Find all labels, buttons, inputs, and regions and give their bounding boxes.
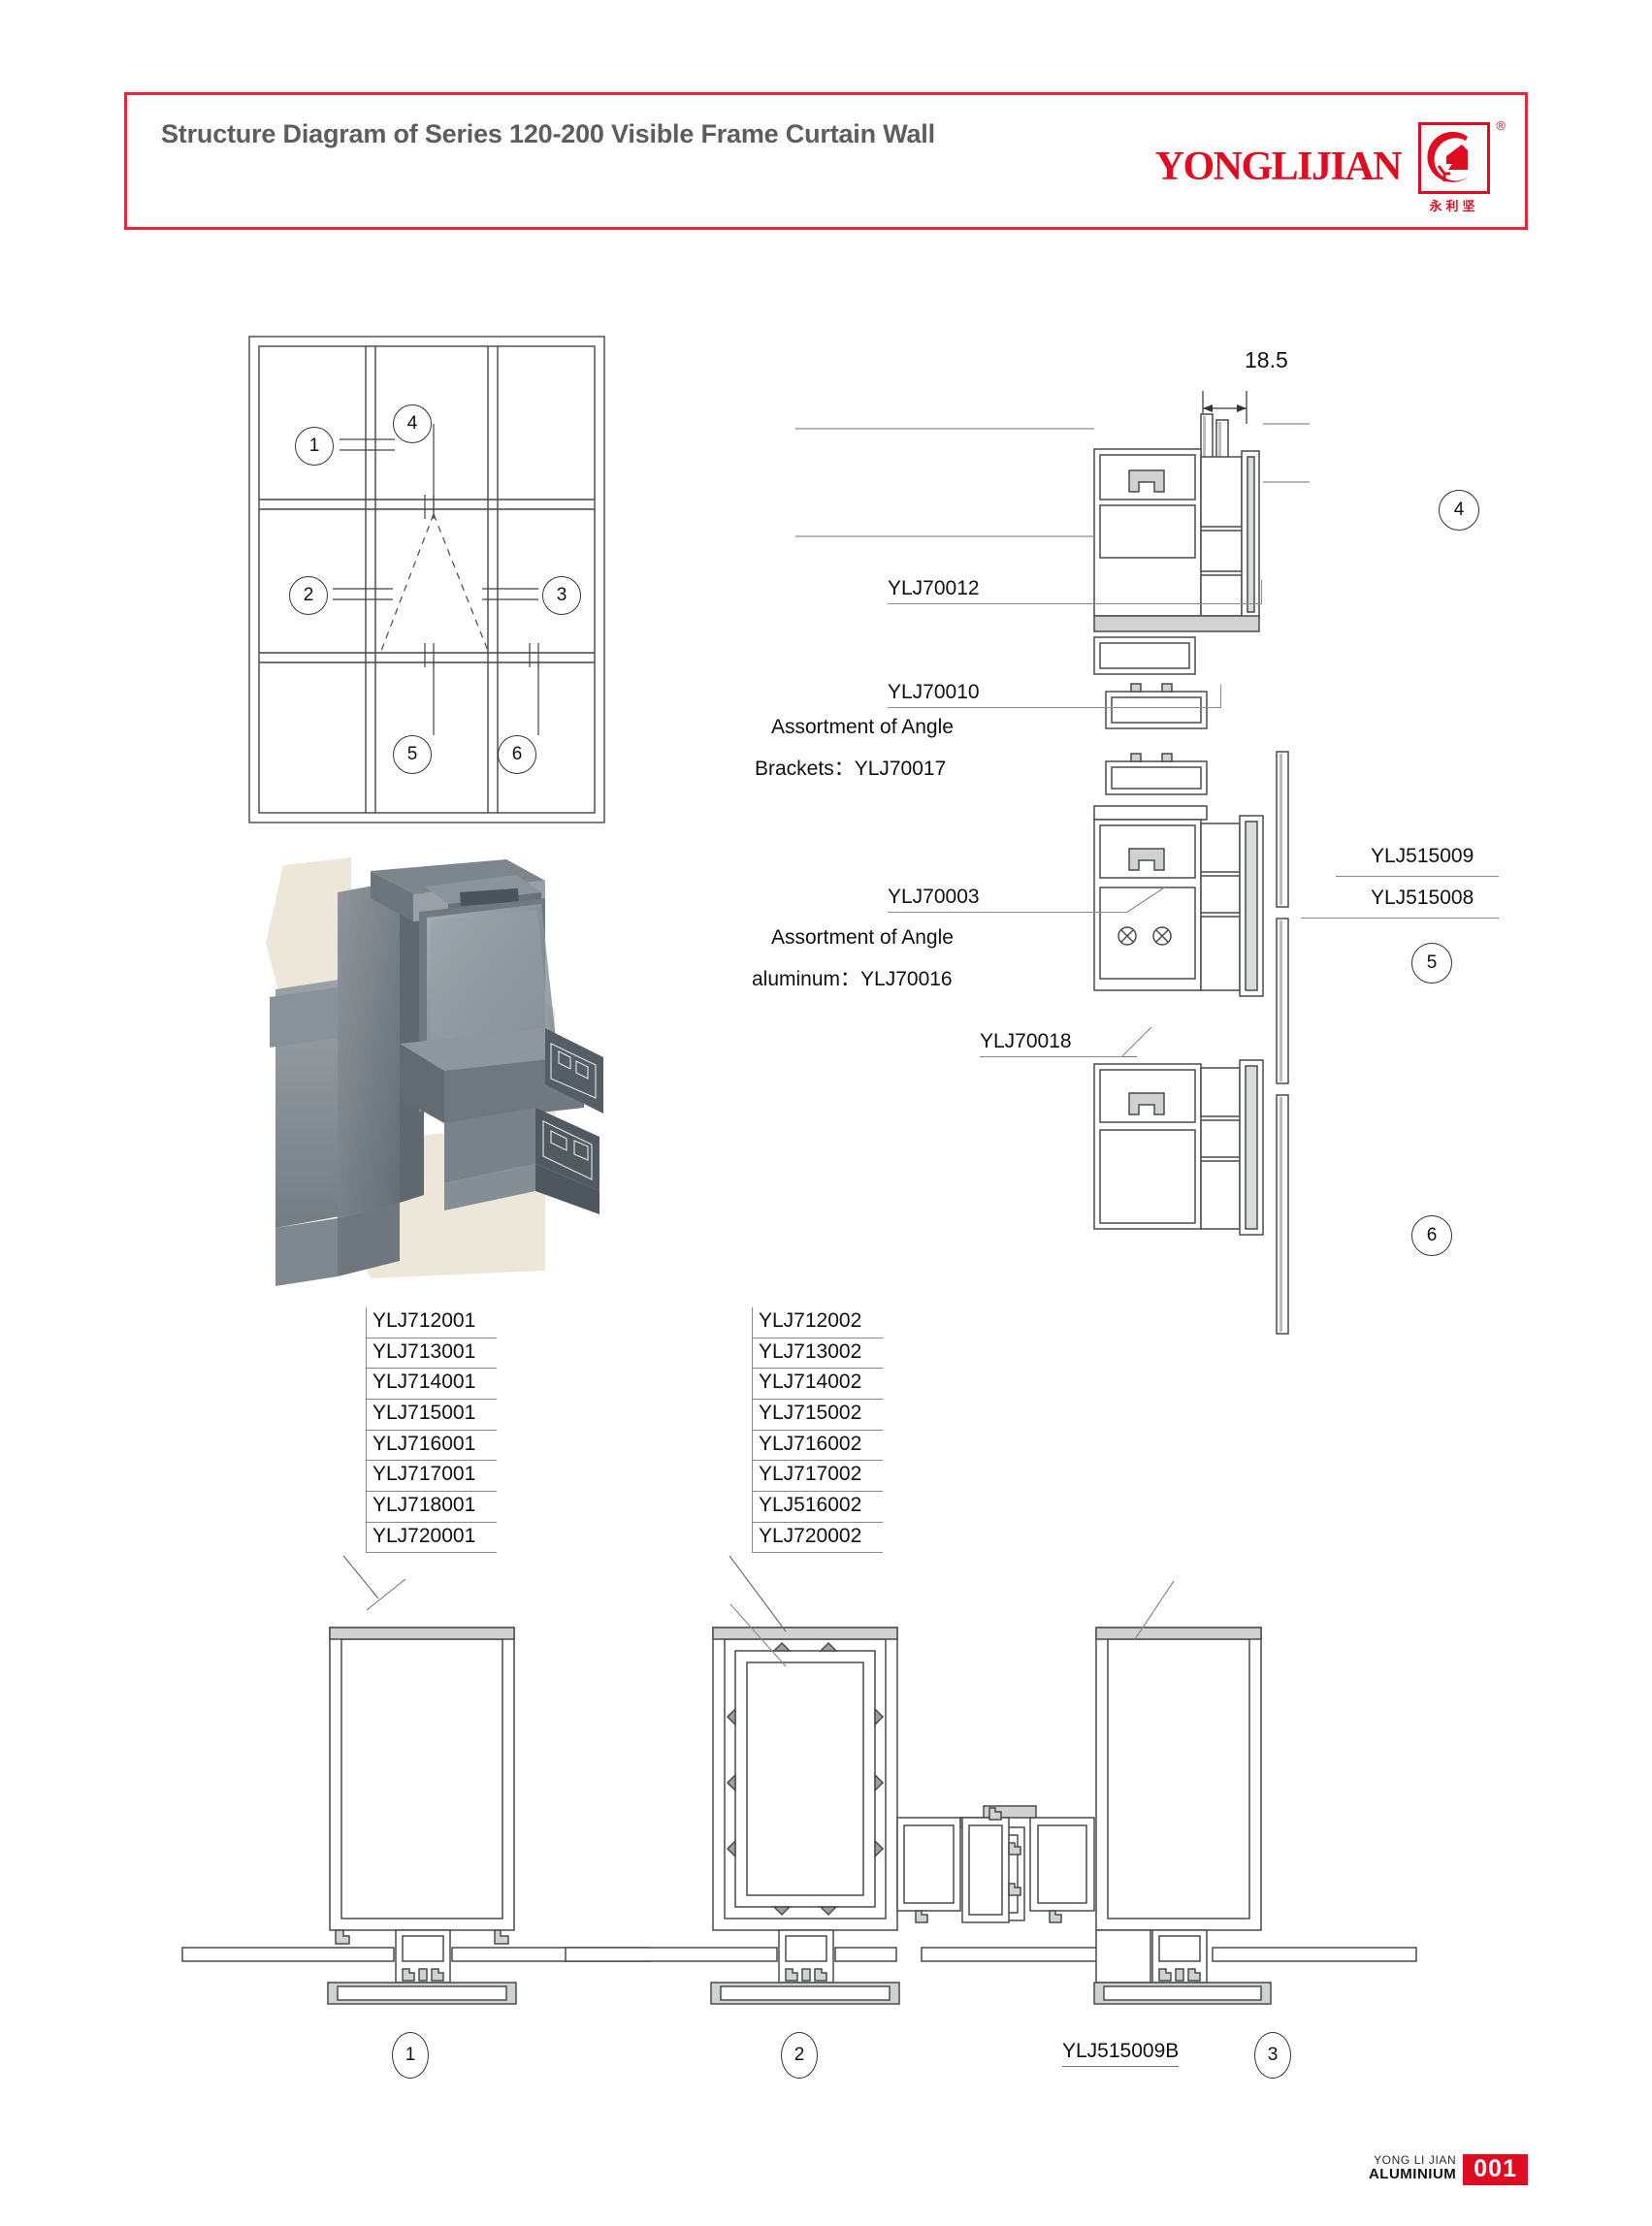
leader-line-code-list-left — [342, 1555, 379, 1599]
leader-line-ylj515009 — [1336, 876, 1499, 878]
section-callout-5: 5 — [1411, 943, 1452, 984]
registered-trademark-icon: ® — [1496, 118, 1506, 133]
footer-brand: YONG LI JIAN ALUMINIUM — [1369, 2154, 1463, 2185]
label-ylj70012: YLJ70012 — [888, 577, 1067, 604]
label-ylj515009: YLJ515009 — [1371, 845, 1474, 867]
page-header: Structure Diagram of Series 120-200 Visi… — [124, 92, 1528, 230]
code-list-right: YLJ712002 YLJ713002 YLJ714002 YLJ715002 … — [752, 1307, 883, 1554]
leader-line-ylj70012 — [888, 603, 1261, 605]
leader-line-ylj70003-diagonal — [1125, 886, 1167, 914]
code-list-item: YLJ714001 — [366, 1369, 497, 1401]
logo-emblem-icon — [1427, 131, 1472, 182]
section-callout-4: 4 — [1439, 490, 1479, 531]
label-ylj70018: YLJ70018 — [980, 1030, 1137, 1057]
page-number: 001 — [1463, 2154, 1528, 2185]
elevation-callout-4: 4 — [393, 404, 432, 443]
code-list-item: YLJ715001 — [366, 1400, 497, 1431]
footer-brand-line1: YONG LI JIAN — [1374, 2153, 1457, 2167]
brand-lockup: YONGLIJIAN ® 永利坚 — [1154, 118, 1506, 213]
code-list-item: YLJ717001 — [366, 1461, 497, 1493]
bottom-callout-3: 3 — [1254, 2032, 1291, 2079]
leader-line-ylj70010 — [888, 707, 1220, 709]
bottom-callout-2: 2 — [781, 2032, 818, 2079]
code-list-item: YLJ720002 — [752, 1522, 883, 1554]
code-list-left: YLJ712001 YLJ713001 YLJ714001 YLJ715001 … — [366, 1307, 497, 1554]
label-angle-brackets-line1: Assortment of Angle — [771, 716, 954, 738]
footer-brand-line2: ALUMINIUM — [1368, 2165, 1457, 2182]
logo-chinese-name: 永利坚 — [1429, 199, 1479, 213]
code-list-item: YLJ720001 — [366, 1522, 497, 1554]
label-ylj70010: YLJ70010 — [888, 681, 1067, 708]
code-list-item: YLJ715002 — [752, 1400, 883, 1431]
code-list-item: YLJ716002 — [752, 1430, 883, 1462]
yonglijian-logo: ® 永利坚 — [1418, 118, 1506, 213]
brand-wordmark: YONGLIJIAN — [1154, 145, 1403, 189]
leader-line-ylj70010-vert — [1220, 685, 1222, 708]
page-title: Structure Diagram of Series 120-200 Visi… — [161, 119, 935, 148]
code-list-item: YLJ712001 — [366, 1307, 497, 1339]
bottom-section-profiles — [181, 1578, 1417, 2008]
label-ylj70003: YLJ70003 — [888, 886, 1067, 913]
code-list-item: YLJ713002 — [752, 1338, 883, 1370]
code-list-item: YLJ713001 — [366, 1338, 497, 1370]
leader-line-ylj70012-vert — [1261, 580, 1263, 604]
leader-line-ylj515008 — [1301, 918, 1499, 919]
label-angle-aluminum-line1: Assortment of Angle — [771, 926, 954, 949]
dimension-label-18-5: 18.5 — [1245, 347, 1288, 372]
code-list-item: YLJ717002 — [752, 1461, 883, 1493]
section-callout-6: 6 — [1411, 1215, 1452, 1256]
code-list-item: YLJ516002 — [752, 1492, 883, 1523]
code-list-item: YLJ712002 — [752, 1307, 883, 1339]
leader-line-code-list-right — [729, 1555, 787, 1632]
code-list-item: YLJ718001 — [366, 1492, 497, 1523]
elevation-callout-6: 6 — [498, 735, 536, 774]
logo-frame-icon — [1418, 122, 1490, 194]
code-list-item: YLJ714002 — [752, 1369, 883, 1401]
elevation-diagram: 1 4 2 3 5 6 — [247, 335, 606, 824]
elevation-callout-5: 5 — [393, 735, 432, 774]
leader-line-ylj70003 — [888, 912, 1126, 914]
label-angle-aluminum-line2: aluminum：YLJ70016 — [752, 968, 953, 990]
isometric-render — [254, 854, 662, 1286]
label-angle-brackets-line2: Brackets：YLJ70017 — [755, 758, 947, 780]
label-ylj515009b: YLJ515009B — [1062, 2040, 1180, 2067]
leader-line-ylj70018 — [980, 1056, 1123, 1058]
elevation-callout-3: 3 — [542, 576, 581, 615]
bottom-callout-1: 1 — [392, 2032, 429, 2079]
elevation-callout-1: 1 — [295, 427, 334, 466]
code-list-item: YLJ716001 — [366, 1430, 497, 1462]
elevation-callout-2: 2 — [289, 576, 328, 615]
label-ylj515008: YLJ515008 — [1371, 887, 1474, 909]
leader-line-ylj70018-diagonal — [1121, 1026, 1152, 1057]
section-profiles-right — [795, 364, 1542, 1343]
page-footer: YONG LI JIAN ALUMINIUM 001 — [1369, 2154, 1528, 2185]
